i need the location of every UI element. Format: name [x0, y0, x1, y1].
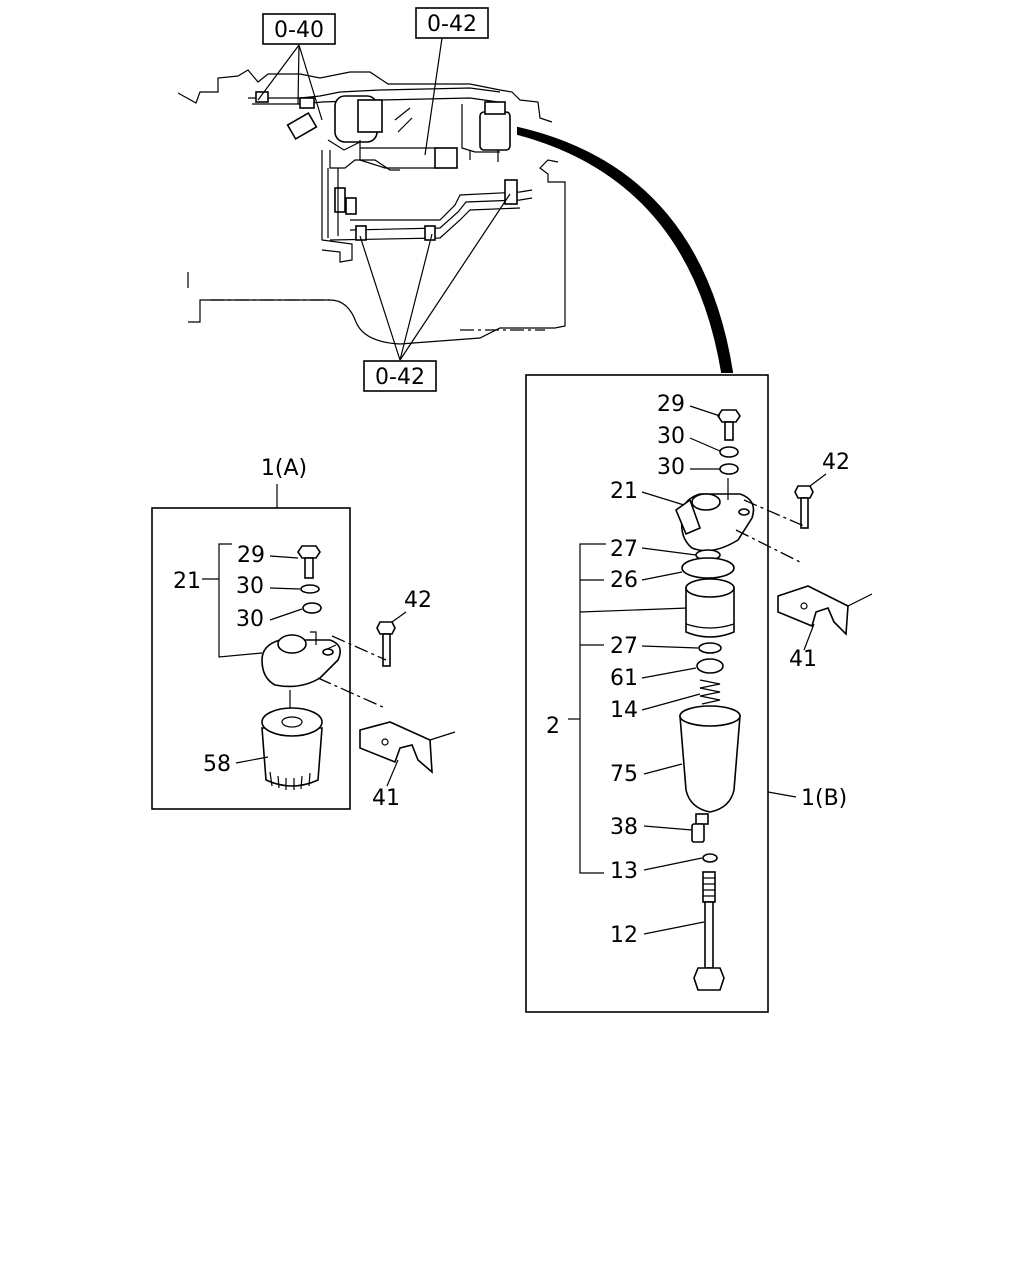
filter-element[interactable]	[685, 578, 735, 638]
panel-a: 1(A)	[151, 456, 456, 811]
ring-61[interactable]	[696, 658, 724, 674]
label-30a-a: 30	[236, 574, 264, 599]
label-14-b: 14	[610, 698, 638, 723]
label-42-b: 42	[822, 450, 850, 475]
label-13-b: 13	[610, 859, 638, 884]
label-58-a: 58	[203, 752, 231, 777]
bowl-75[interactable]	[679, 705, 741, 825]
bolt-29-a[interactable]	[297, 545, 321, 579]
label-29-b: 29	[657, 392, 685, 417]
bracket-41-b[interactable]	[777, 585, 873, 636]
label-2-b: 2	[546, 714, 560, 739]
ref-label-0-42-top: 0-42	[427, 12, 477, 37]
washer-30b-b[interactable]	[719, 463, 739, 475]
spring-14[interactable]	[699, 679, 721, 705]
label-12-b: 12	[610, 923, 638, 948]
washer-30a-a[interactable]	[300, 584, 320, 594]
label-21-a: 21	[173, 569, 201, 594]
panel-b: 1(B)	[525, 374, 873, 1013]
gasket-26[interactable]	[681, 557, 735, 579]
filter-cartridge-58-a[interactable]	[261, 690, 323, 790]
filter-head-21-a[interactable]	[261, 631, 341, 688]
label-41-a: 41	[372, 786, 400, 811]
o-ring-27-lower[interactable]	[698, 642, 722, 654]
ref-box-0-42-top[interactable]	[415, 7, 489, 39]
seal-13[interactable]	[702, 853, 718, 863]
panel-a-title: 1(A)	[261, 456, 307, 481]
bolt-42-b[interactable]	[794, 485, 814, 529]
panel-b-title: 1(B)	[801, 786, 847, 811]
panel-a-frame	[151, 507, 351, 810]
ref-label-0-42-bottom: 0-42	[375, 365, 425, 390]
ref-box-0-42-bottom[interactable]	[363, 360, 437, 392]
label-30a-b: 30	[657, 424, 685, 449]
filter-head-21-b[interactable]	[675, 478, 755, 552]
label-27-top-b: 27	[610, 537, 638, 562]
label-61-b: 61	[610, 666, 638, 691]
engine-overview	[177, 69, 566, 345]
ref-label-0-40: 0-40	[274, 18, 324, 43]
label-42-a: 42	[404, 588, 432, 613]
reference-callouts: 0-40 0-42 0-42	[257, 7, 734, 392]
ref-box-0-40[interactable]	[262, 13, 336, 45]
drain-plug-38[interactable]	[691, 823, 705, 843]
label-41-b: 41	[789, 647, 817, 672]
label-21-b: 21	[610, 479, 638, 504]
label-27-lower-b: 27	[610, 634, 638, 659]
label-30b-a: 30	[236, 607, 264, 632]
bracket-41-a[interactable]	[359, 721, 456, 774]
label-30b-b: 30	[657, 455, 685, 480]
bolt-42-a[interactable]	[376, 621, 396, 667]
label-38-b: 38	[610, 815, 638, 840]
label-29-a: 29	[237, 543, 265, 568]
bolt-29-b[interactable]	[717, 409, 741, 441]
label-26-b: 26	[610, 568, 638, 593]
panel-b-frame	[525, 374, 769, 1013]
label-75-b: 75	[610, 762, 638, 787]
center-bolt-12[interactable]	[693, 871, 725, 991]
washer-30b-a[interactable]	[302, 602, 322, 614]
washer-30a-b[interactable]	[719, 446, 739, 458]
